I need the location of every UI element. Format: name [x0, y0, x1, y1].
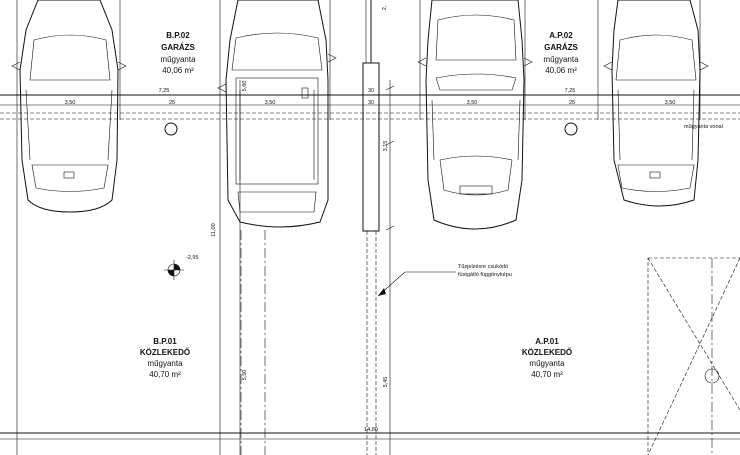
- room-area-ap02: 40,06 m²: [545, 66, 577, 75]
- car-2: [217, 0, 337, 228]
- dim-vertical-left-lower: 5,50: [242, 370, 248, 381]
- room-code-bp01: B.P.01: [153, 337, 177, 346]
- room-code-ap02: A.P.02: [549, 31, 573, 40]
- room-code-bp02: B.P.02: [166, 31, 190, 40]
- room-name-ap01: KÖZLEKEDŐ: [522, 348, 572, 357]
- dim-bay-left-center: 3,50: [265, 100, 276, 106]
- room-name-ap02: GARÁZS: [544, 43, 578, 52]
- level-marker: [164, 260, 184, 280]
- dim-offset-left: 25: [169, 100, 175, 106]
- room-material-ap02: műgyanta: [543, 55, 579, 64]
- room-material-bp01: műgyanta: [147, 359, 183, 368]
- right-edge-note-text: műgyanta vonal: [684, 124, 723, 130]
- room-label-bp02: B.P.02 GARÁZS műgyanta 40,06 m²: [160, 31, 196, 75]
- drain-left: [164, 122, 178, 136]
- dim-vertical-upper: 3,15: [383, 141, 389, 152]
- dim-vertical-small: 5,60: [242, 81, 248, 92]
- fire-curtain-note: Tűzjelzésre csukódó füstgátló függönykép…: [458, 264, 512, 278]
- dim-wall-a: 30: [368, 88, 374, 94]
- dim-wall-b: 30: [368, 100, 374, 106]
- room-area-bp02: 40,06 m²: [162, 66, 194, 75]
- ramp-outline: [647, 257, 740, 455]
- dimension-labels: 3,50 3,50 3,50 3,50 7,25 7,25 25 25 30 3…: [65, 5, 676, 433]
- right-edge-note: műgyanta vonal: [684, 124, 723, 130]
- fire-curtain-leader: [377, 271, 456, 297]
- dim-bay-left: 3,50: [65, 100, 76, 106]
- room-label-bp01: B.P.01 KÖZLEKEDŐ műgyanta 40,70 m²: [140, 337, 190, 379]
- room-name-bp01: KÖZLEKEDŐ: [140, 348, 190, 357]
- dim-vertical-right-lower: 5,45: [383, 377, 389, 388]
- car-3: [417, 0, 533, 230]
- dim-offset-right: 25: [569, 100, 575, 106]
- car-4: [603, 0, 709, 207]
- room-material-bp02: műgyanta: [160, 55, 196, 64]
- dim-bottom-total: 14,80: [364, 427, 378, 433]
- room-material-ap01: műgyanta: [529, 359, 565, 368]
- room-name-bp02: GARÁZS: [161, 43, 195, 52]
- spot-level: -2,95: [186, 255, 199, 261]
- dim-bay-right-center: 3,50: [467, 100, 478, 106]
- room-area-ap01: 40,70 m²: [531, 370, 563, 379]
- room-label-ap02: A.P.02 GARÁZS műgyanta 40,06 m²: [543, 31, 579, 75]
- car-1: [11, 0, 127, 213]
- room-code-ap01: A.P.01: [535, 337, 559, 346]
- fire-curtain-note-line-1: Tűzjelzésre csukódó: [458, 264, 508, 270]
- dim-bay-right: 3,50: [665, 100, 676, 106]
- drain-right: [564, 122, 578, 136]
- dim-span-right: 7,25: [565, 88, 576, 94]
- fire-curtain-note-line-2: füstgátló függönyképu: [458, 272, 512, 278]
- dim-vertical-left-total: 11,00: [211, 223, 217, 236]
- room-area-bp01: 40,70 m²: [149, 370, 181, 379]
- dim-top-partial: 2,: [382, 5, 388, 10]
- room-label-ap01: A.P.01 KÖZLEKEDŐ műgyanta 40,70 m²: [522, 337, 572, 379]
- dim-span-left: 7,25: [159, 88, 170, 94]
